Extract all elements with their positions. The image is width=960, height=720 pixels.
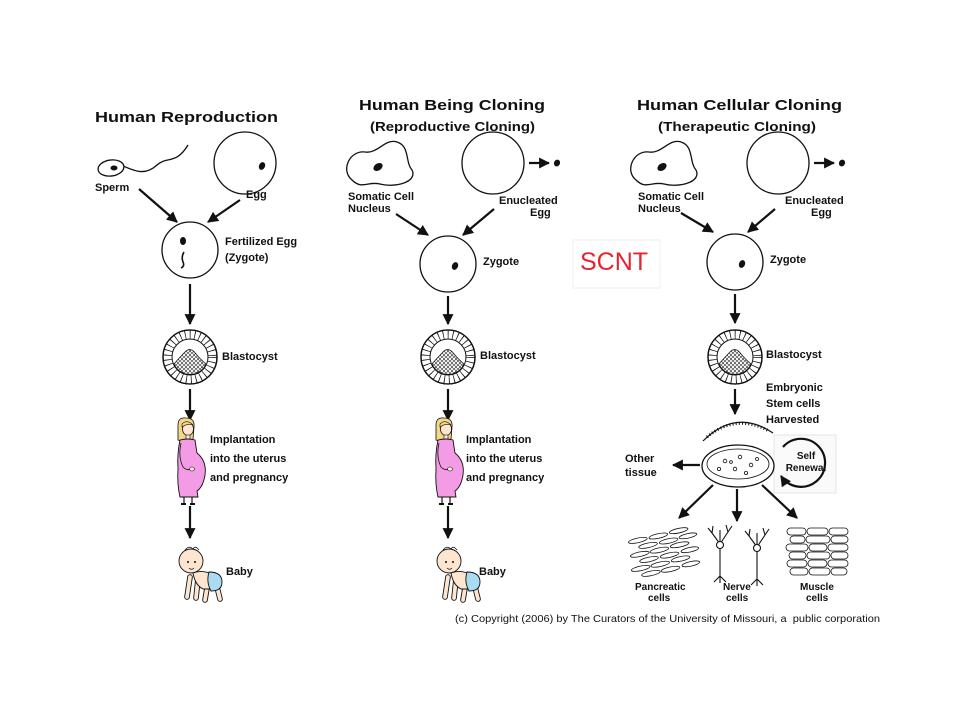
self-renewal-label-line2: Renewal (786, 463, 827, 474)
implantation-label-line1: Implantation (210, 434, 276, 446)
muscle-label-line1: Muscle (800, 582, 834, 593)
somatic-cell (346, 140, 414, 186)
egg-membrane (213, 131, 277, 195)
implantation-label-line3: and pregnancy (466, 472, 545, 484)
baby-label: Baby (226, 566, 254, 578)
fertilized-egg (161, 221, 219, 279)
arrow-to-pancreatic-cells (678, 484, 714, 519)
enucleated-label: Enucleated (785, 195, 844, 207)
removed-nucleus (838, 159, 846, 167)
egg-label: Egg (246, 189, 267, 201)
pregnant-woman (434, 416, 465, 505)
self-renewal-label-line1: Self (797, 451, 816, 462)
implantation-label-line1: Implantation (466, 434, 532, 446)
petri-dish-lid (702, 421, 774, 442)
somatic-cell (630, 140, 698, 186)
pancreatic-label-line1: Pancreatic (635, 582, 686, 593)
baby-label: Baby (479, 566, 507, 578)
therapeutic-cloning-subtitle: (Therapeutic Cloning) (658, 119, 816, 134)
petri-dish (701, 421, 775, 488)
scnt-box (572, 239, 661, 289)
pancreatic-cells (628, 527, 701, 577)
sperm-label: Sperm (95, 182, 129, 194)
fertilized-egg-nucleus (180, 237, 186, 245)
sperm-tail (122, 144, 189, 173)
neuron-left (707, 524, 733, 583)
column-human-reproduction: Human Reproduction Sperm Egg Fertilized … (95, 109, 297, 600)
petri-dish-lid-rim (706, 421, 770, 439)
sperm (97, 144, 189, 177)
egg-nucleus (258, 162, 266, 170)
reproductive-cloning-title: Human Being Cloning (359, 97, 545, 114)
petri-dish-medium (706, 448, 770, 480)
fertilized-egg-membrane (161, 221, 219, 279)
arrow-egg-to-zygote (747, 208, 776, 233)
baby (437, 547, 480, 600)
therapeutic-cloning-title: Human Cellular Cloning (637, 97, 842, 114)
enucleated-egg-label: Egg (530, 207, 551, 219)
pregnant-woman (176, 416, 207, 505)
pancreatic-label-line2: cells (648, 593, 671, 604)
arrow-somatic-to-zygote (680, 212, 714, 233)
arrow-to-muscle-cells (761, 484, 798, 519)
zygote-label: (Zygote) (225, 252, 269, 264)
muscle-cells (785, 527, 849, 576)
arrow-sperm-to-zygote (138, 188, 178, 223)
column-therapeutic-cloning: Human Cellular Cloning (Therapeutic Clon… (625, 97, 849, 604)
enucleated-egg (461, 131, 525, 195)
implantation-label-line3: and pregnancy (210, 472, 289, 484)
column-reproductive-cloning: Human Being Cloning (Reproductive Clonin… (346, 97, 561, 600)
removed-nucleus (553, 159, 561, 167)
blastocyst-label: Blastocyst (480, 350, 536, 362)
zygote-label: Zygote (770, 254, 806, 266)
enucleated-egg (746, 131, 810, 195)
nerve-cells (707, 524, 770, 586)
somatic-cell-label: Somatic Cell (348, 191, 414, 203)
enucleated-label: Enucleated (499, 195, 558, 207)
petri-dish-base (701, 444, 775, 488)
somatic-cell-label: Somatic Cell (638, 191, 704, 203)
zygote-nucleus (738, 260, 746, 268)
nucleus-label: Nucleus (348, 203, 391, 215)
implantation-label-line2: into the uterus (210, 453, 286, 465)
blastocyst (708, 330, 762, 384)
fertilized-egg-label: Fertilized Egg (225, 236, 297, 248)
copyright-notice: (c) Copyright (2006) by The Curators of … (455, 613, 880, 625)
harvest-label-line1: Embryonic (766, 382, 823, 394)
blastocyst-label: Blastocyst (222, 351, 278, 363)
zygote-label: Zygote (483, 256, 519, 268)
self-renewal-cycle-arrow (780, 437, 827, 488)
baby (179, 547, 222, 600)
reproductive-cloning-subtitle: (Reproductive Cloning) (370, 119, 535, 134)
sperm-nucleus (110, 165, 118, 171)
enucleated-egg-label: Egg (811, 207, 832, 219)
arrow-egg-to-zygote (207, 199, 241, 223)
other-tissue-label-line1: Other (625, 453, 655, 465)
zygote (706, 233, 764, 291)
blastocyst (163, 330, 217, 384)
fertilized-egg-sperm (180, 251, 185, 269)
blastocyst (421, 330, 475, 384)
nucleus-label: Nucleus (638, 203, 681, 215)
harvest-label-line3: Harvested (766, 414, 819, 426)
egg (213, 131, 277, 195)
harvest-label-line2: Stem cells (766, 398, 820, 410)
neuron-right (744, 527, 770, 586)
arrow-somatic-to-zygote (395, 213, 429, 236)
nerve-label-line2: cells (726, 593, 749, 604)
reproduction-title: Human Reproduction (95, 109, 278, 126)
stem-cell-colonies (717, 454, 759, 475)
arrow-egg-to-zygote (462, 208, 495, 236)
scnt-label: SCNT (580, 248, 648, 276)
zygote (419, 235, 477, 293)
zygote-nucleus (451, 262, 459, 270)
blastocyst-label: Blastocyst (766, 349, 822, 361)
nerve-label-line1: Nerve (723, 582, 751, 593)
implantation-label-line2: into the uterus (466, 453, 542, 465)
other-tissue-label-line2: tissue (625, 467, 657, 479)
muscle-label-line2: cells (806, 593, 829, 604)
